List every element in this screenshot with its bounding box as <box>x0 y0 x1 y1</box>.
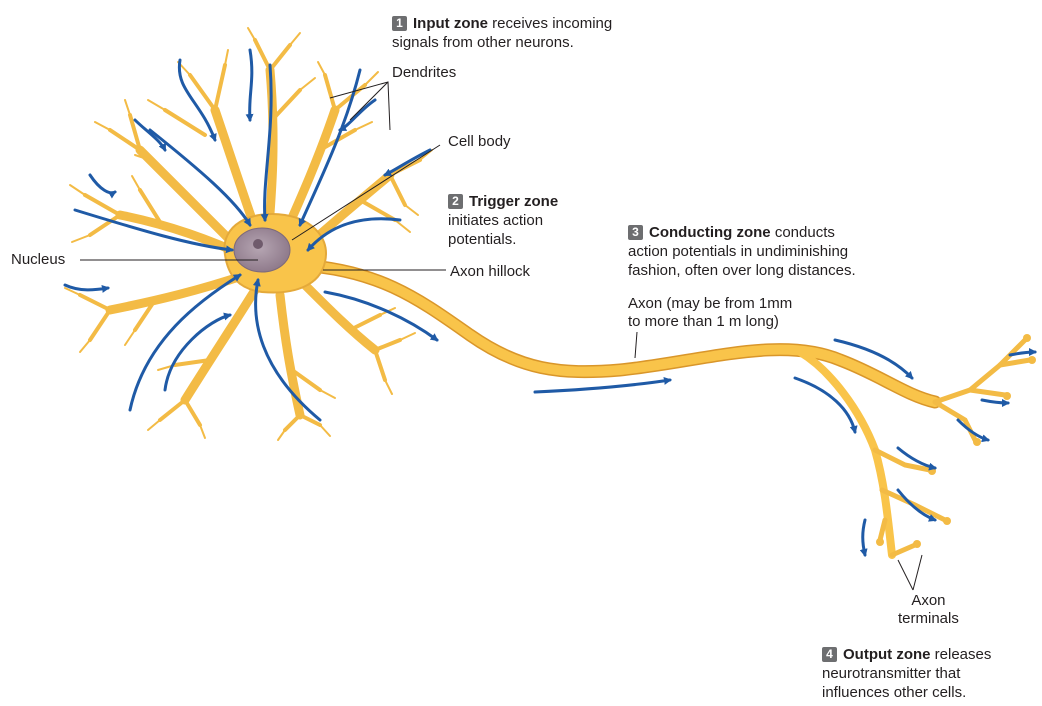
arrow <box>795 378 855 432</box>
nucleus <box>234 228 290 272</box>
zone-number-badge: 3 <box>628 225 643 240</box>
axon-terminals-label: Axon terminals <box>898 592 959 628</box>
nucleolus <box>253 239 263 249</box>
signal-arrows <box>65 50 1035 555</box>
zone-title: Conducting zone <box>649 224 771 241</box>
axon-label-line1: Axon (may be from 1mm <box>628 295 792 313</box>
zone-text: neurotransmitter that <box>822 664 991 683</box>
axon-hillock-label: Axon hillock <box>450 263 530 281</box>
zone-text: conducts <box>775 224 835 241</box>
zone-number-badge: 4 <box>822 647 837 662</box>
axon-terminals-label-line2: terminals <box>898 610 959 628</box>
zone-number-badge: 1 <box>392 16 407 31</box>
zone-number-badge: 2 <box>448 194 463 209</box>
output-zone-caption: 4 Output zone releases neurotransmitter t… <box>822 645 991 702</box>
input-zone-caption: 1 Input zone receives incoming signals fr… <box>392 14 612 52</box>
arrow <box>535 380 670 392</box>
arrow <box>90 175 115 193</box>
trigger-zone-caption: 2 Trigger zone initiates action potential… <box>448 192 558 249</box>
zone-title: Input zone <box>413 15 488 32</box>
zone-text: influences other cells. <box>822 683 991 702</box>
cell-body-label: Cell body <box>448 133 511 151</box>
nucleus-label: Nucleus <box>11 251 65 269</box>
axon-terminals-label-line1: Axon <box>898 592 959 610</box>
axon-label: Axon (may be from 1mm to more than 1 m l… <box>628 295 792 331</box>
zone-text: potentials. <box>448 230 558 249</box>
zone-text: signals from other neurons. <box>392 33 612 52</box>
arrow <box>250 50 252 120</box>
leader-lines <box>80 82 922 590</box>
arrow <box>385 150 430 175</box>
zone-title: Trigger zone <box>469 193 558 210</box>
zone-text: action potentials in undiminishing <box>628 242 856 261</box>
arrow <box>982 400 1008 403</box>
zone-title: Output zone <box>843 646 930 663</box>
zone-text: initiates action <box>448 211 558 230</box>
zone-text: releases <box>935 646 992 663</box>
dendrites-label: Dendrites <box>392 64 456 82</box>
zone-text: receives incoming <box>492 15 612 32</box>
arrow <box>65 285 108 290</box>
zone-text: fashion, often over long distances. <box>628 261 856 280</box>
axon-label-line2: to more than 1 m long) <box>628 313 792 331</box>
arrow <box>863 520 865 555</box>
conducting-zone-caption: 3 Conducting zone conducts action potenti… <box>628 223 856 280</box>
